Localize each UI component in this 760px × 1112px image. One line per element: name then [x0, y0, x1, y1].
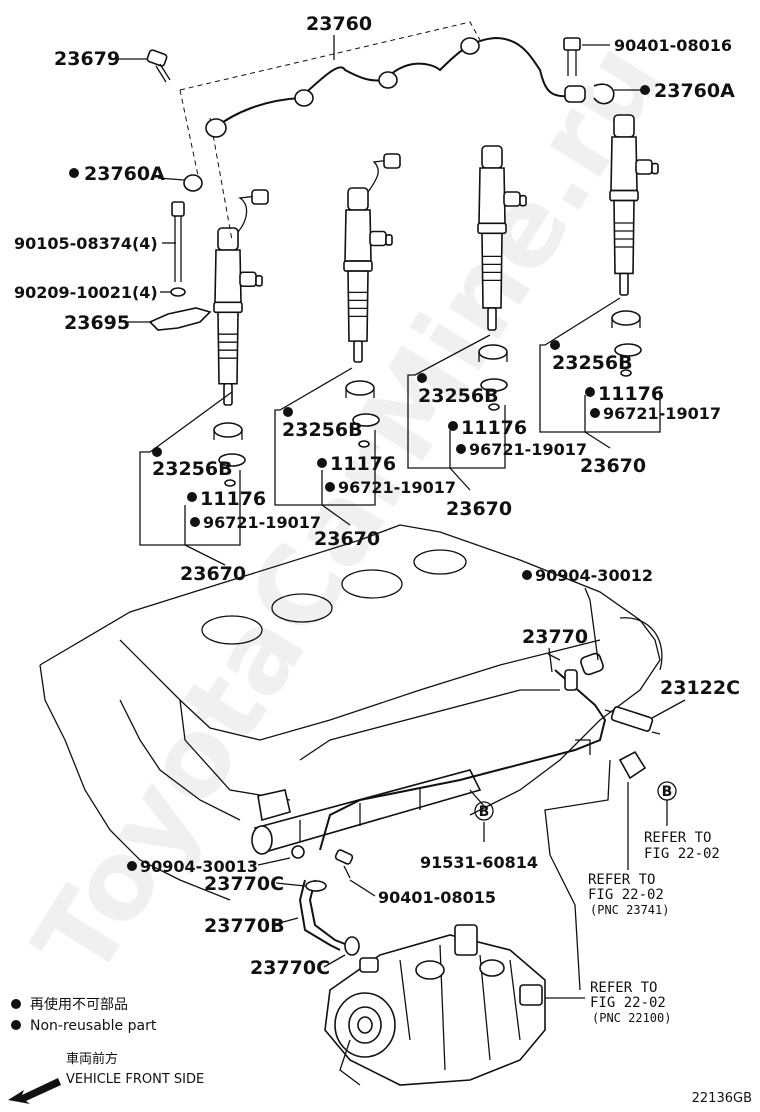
- label-23760A-top: 23760A: [654, 80, 735, 102]
- non-reusable-dot: [127, 861, 137, 871]
- injector-3: [477, 145, 527, 331]
- label-g1-96721: 96721-19017: [203, 513, 321, 532]
- group-seals: [213, 310, 642, 487]
- label-g1-23256B: 23256B: [152, 458, 233, 480]
- label-g2-23256B: 23256B: [282, 419, 363, 441]
- label-g3-11176: 11176: [461, 417, 527, 439]
- ref3-line1: REFER TO: [590, 980, 657, 996]
- label-g3-23670: 23670: [446, 498, 512, 520]
- non-reusable-dot: [417, 373, 427, 383]
- callout-b-rail: [474, 801, 494, 821]
- label-90401-08016: 90401-08016: [614, 36, 732, 55]
- label-23770B: 23770B: [204, 915, 285, 937]
- front-en: VEHICLE FRONT SIDE: [66, 1072, 204, 1087]
- legend-dot-en: [11, 1020, 21, 1030]
- callout-b-right-text: B: [662, 784, 673, 800]
- non-reusable-dot: [187, 492, 197, 502]
- label-g4-11176: 11176: [598, 383, 664, 405]
- washer-90209-10021: [170, 287, 186, 297]
- gasket-23760A-top: [593, 83, 615, 105]
- ref3-line2: FIG 22-02: [590, 995, 666, 1011]
- non-reusable-dot: [522, 570, 532, 580]
- label-90904-30012: 90904-30012: [535, 566, 653, 585]
- label-g1-11176: 11176: [200, 488, 266, 510]
- non-reusable-dot: [585, 387, 595, 397]
- label-91531-60814: 91531-60814: [420, 853, 538, 872]
- label-23770C-upper: 23770C: [204, 873, 284, 895]
- non-reusable-dot: [550, 340, 560, 350]
- label-23679: 23679: [54, 48, 120, 70]
- legend-jp: 再使用不可部品: [30, 996, 128, 1013]
- label-90209-10021: 90209-10021(4): [14, 283, 158, 302]
- reference-notes: REFER TO FIG 22-02 REFER TO FIG 22-02 (P…: [588, 830, 720, 1025]
- label-g2-11176: 11176: [330, 453, 396, 475]
- leakage-pipe-23760: [179, 21, 586, 241]
- non-reusable-dot: [640, 85, 650, 95]
- leader-lines: [118, 35, 686, 999]
- bolt-23679: [146, 49, 171, 83]
- non-reusable-dot: [283, 407, 293, 417]
- non-reusable-dot: [317, 458, 327, 468]
- front-arrow-icon: [8, 1078, 61, 1104]
- ref1-line2: FIG 22-02: [644, 846, 720, 862]
- injector-2: [343, 187, 393, 363]
- gasket-23760A-left: [183, 174, 203, 192]
- label-g1-23670: 23670: [180, 563, 246, 585]
- common-rail-drawing: [251, 769, 482, 855]
- non-reusable-dot: [590, 408, 600, 418]
- non-reusable-dot: [190, 517, 200, 527]
- label-g4-96721: 96721-19017: [603, 404, 721, 423]
- group-brackets: [139, 297, 661, 566]
- clamp-23695: [148, 307, 212, 331]
- pressure-sensor-23122C: [604, 706, 661, 735]
- ref2-line2: FIG 22-02: [588, 887, 664, 903]
- non-reusable-dot: [456, 444, 466, 454]
- label-90401-08015: 90401-08015: [378, 888, 496, 907]
- ref3-line3: (PNC 22100): [592, 1011, 671, 1025]
- bolt-90105-08374: [171, 201, 185, 282]
- front-jp: 車両前方: [66, 1051, 118, 1067]
- label-23760: 23760: [306, 13, 372, 35]
- non-reusable-dot: [69, 168, 79, 178]
- label-g2-23670: 23670: [314, 528, 380, 550]
- non-reusable-dot: [152, 447, 162, 457]
- callout-b-rail-text: B: [479, 804, 490, 820]
- ref2-line3: (PNC 23741): [590, 903, 669, 917]
- sensor-clip: [618, 750, 647, 780]
- legend-dot-jp: [11, 999, 21, 1009]
- label-90904-30013: 90904-30013: [140, 857, 258, 876]
- label-23770: 23770: [522, 626, 588, 648]
- label-g3-96721: 96721-19017: [469, 440, 587, 459]
- callout-b-right: [657, 781, 677, 801]
- pipe-23770: [319, 669, 607, 851]
- non-reusable-dot: [448, 421, 458, 431]
- label-g2-96721: 96721-19017: [338, 478, 456, 497]
- injectors-drawing: [213, 114, 659, 406]
- ref2-line1: REFER TO: [588, 872, 655, 888]
- clamp-23770C-upper: [305, 880, 327, 892]
- label-23770C-lower: 23770C: [250, 957, 330, 979]
- label-g4-23670: 23670: [580, 455, 646, 477]
- hose-23770B: [298, 879, 341, 951]
- clamp-23770C-lower: [344, 936, 360, 956]
- label-23760A-left: 23760A: [84, 163, 165, 185]
- injector-1: [213, 227, 263, 406]
- injector-4: [609, 114, 659, 296]
- bolt-90401-08016: [563, 37, 581, 76]
- label-23695: 23695: [64, 312, 130, 334]
- diagram-id: 22136GB: [692, 1091, 752, 1106]
- label-23122C: 23122C: [660, 677, 740, 699]
- legend: 再使用不可部品 Non-reusable part: [11, 996, 157, 1034]
- non-reusable-dot: [325, 482, 335, 492]
- ref1-line1: REFER TO: [644, 830, 711, 846]
- supply-pump-drawing: [324, 924, 546, 1086]
- label-g4-23256B: 23256B: [552, 352, 633, 374]
- legend-en: Non-reusable part: [30, 1018, 157, 1034]
- vehicle-front-indicator: 車両前方 VEHICLE FRONT SIDE: [8, 1051, 204, 1104]
- label-90105-08374: 90105-08374(4): [14, 234, 158, 253]
- part-labels: 23760 23679 90401-08016 23760A 23760A 90…: [14, 13, 740, 979]
- label-g3-23256B: 23256B: [418, 385, 499, 407]
